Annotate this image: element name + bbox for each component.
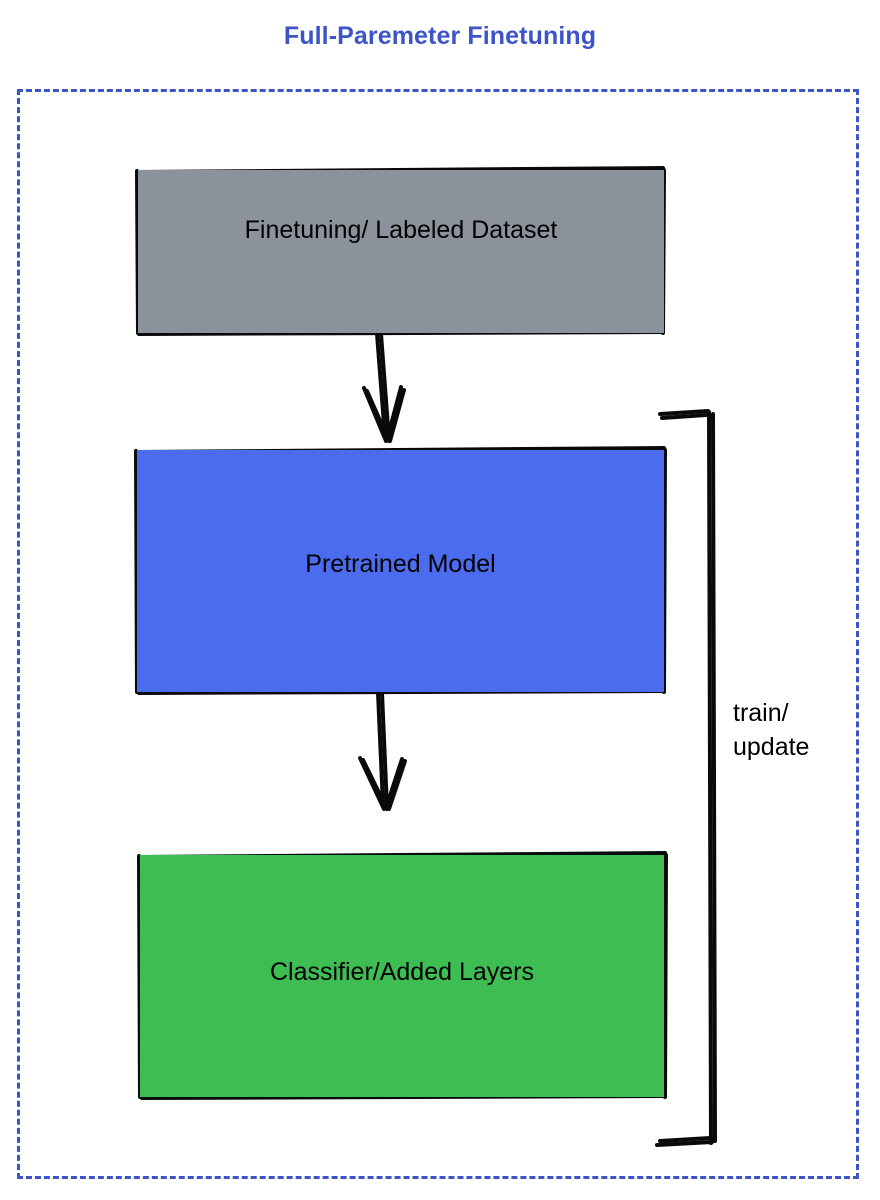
arrow-dataset-to-pretrained <box>362 332 406 443</box>
node-pretrained-label: Pretrained Model <box>305 550 496 578</box>
diagram-dashed-frame <box>17 89 859 1179</box>
edge-label-train-update: train/ update <box>733 699 810 761</box>
node-classifier-label: Classifier/Added Layers <box>269 958 534 986</box>
node-dataset-label: Finetuning/ Labeled Dataset <box>244 216 558 244</box>
node-pretrained[interactable]: Pretrained Model <box>137 450 664 692</box>
arrow-pretrained-to-classifier <box>358 691 407 811</box>
diagram-title: Full-Paremeter Finetuning <box>283 22 597 50</box>
feedback-bracket-stroke <box>655 409 717 1147</box>
node-dataset[interactable]: Finetuning/ Labeled Dataset <box>138 170 664 333</box>
node-classifier[interactable]: Classifier/Added Layers <box>140 855 664 1097</box>
